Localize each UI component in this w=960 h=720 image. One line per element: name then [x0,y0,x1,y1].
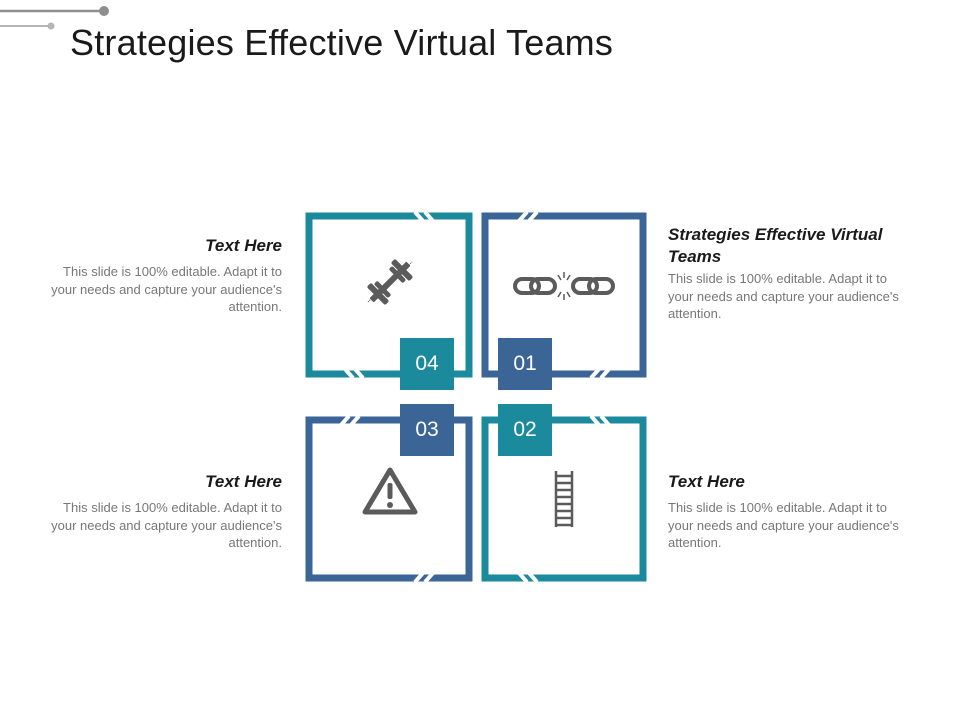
text-block-bottom-right: Text Here This slide is 100% editable. A… [668,471,900,552]
dumbbell-icon [367,259,413,305]
text-block-top-left: Text Here This slide is 100% editable. A… [50,235,282,316]
badge-01: 01 [498,338,552,390]
text-block-body: This slide is 100% editable. Adapt it to… [668,500,899,550]
slide-title: Strategies Effective Virtual Teams [70,22,614,63]
text-block-body: This slide is 100% editable. Adapt it to… [51,264,282,314]
text-block-heading: Text Here [205,236,282,255]
text-block-top-right: Strategies Effective Virtual Teams This … [668,224,900,323]
text-block-bottom-left: Text Here This slide is 100% editable. A… [50,471,282,552]
text-block-body: This slide is 100% editable. Adapt it to… [51,500,282,550]
badge-04: 04 [400,338,454,390]
text-block-body: This slide is 100% editable. Adapt it to… [668,271,899,321]
badge-02: 02 [498,404,552,456]
quadrant-frame-02 [481,416,647,582]
broken-chain-icon [513,272,615,300]
text-block-heading: Text Here [205,472,282,491]
text-block-heading: Text Here [668,472,745,491]
quadrant-frame-01 [481,212,647,378]
ladder-icon [554,471,574,527]
text-block-heading: Strategies Effective Virtual Teams [668,225,883,266]
center-gap [468,378,486,416]
quadrant-frame-04 [305,212,473,378]
warning-icon [362,467,418,515]
badge-03: 03 [400,404,454,456]
corner-decoration [0,6,109,30]
